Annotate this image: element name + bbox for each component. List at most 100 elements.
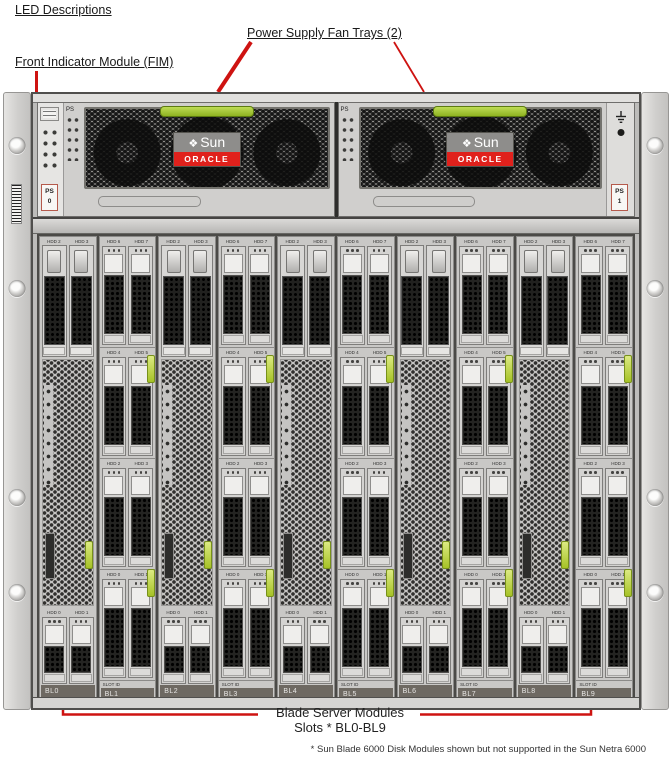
ejector-latch[interactable] <box>147 355 156 383</box>
ejector-latch[interactable] <box>84 541 93 569</box>
drive-bay[interactable] <box>339 357 365 456</box>
drive-bay[interactable] <box>247 246 273 345</box>
ejector-latch[interactable] <box>442 541 451 569</box>
drive-latch-button[interactable] <box>462 364 482 384</box>
drive-bay[interactable] <box>339 579 365 678</box>
drive-latch-button[interactable] <box>283 624 303 644</box>
drive-bay[interactable] <box>339 246 365 345</box>
green-handle-bar[interactable] <box>159 106 254 117</box>
dongle-connector[interactable] <box>402 533 413 579</box>
drive-bay[interactable] <box>101 357 127 456</box>
drive-latch-button[interactable] <box>548 624 568 644</box>
dongle-connector[interactable] <box>45 533 55 579</box>
drive-bay[interactable] <box>459 468 484 567</box>
drive-bay[interactable] <box>220 246 246 345</box>
drive-bay[interactable] <box>101 579 127 678</box>
drive-latch-button[interactable] <box>250 253 270 273</box>
drive-latch-button[interactable] <box>342 475 362 495</box>
drive-bay[interactable] <box>42 617 67 684</box>
drive-bay[interactable] <box>187 245 213 357</box>
led-descriptions-link[interactable]: LED Descriptions <box>15 3 112 17</box>
drive-bay[interactable] <box>485 246 511 345</box>
ejector-latch[interactable] <box>385 355 394 383</box>
drive-bay[interactable] <box>247 357 273 456</box>
drive-bay[interactable] <box>578 357 604 456</box>
drive-latch-handle[interactable] <box>404 250 419 273</box>
drive-bay[interactable] <box>220 579 246 678</box>
drive-latch-handle[interactable] <box>47 250 62 273</box>
drive-latch-button[interactable] <box>223 586 243 606</box>
drive-latch-button[interactable] <box>488 253 508 273</box>
drive-latch-button[interactable] <box>342 253 362 273</box>
drive-bay[interactable] <box>307 617 332 684</box>
drive-latch-button[interactable] <box>71 624 91 644</box>
drive-latch-button[interactable] <box>104 253 124 273</box>
drive-latch-button[interactable] <box>342 586 362 606</box>
ejector-latch[interactable] <box>203 541 212 569</box>
drive-bay[interactable] <box>42 245 67 357</box>
ejector-latch[interactable] <box>504 355 513 383</box>
drive-latch-button[interactable] <box>429 624 449 644</box>
drive-bay[interactable] <box>247 468 273 567</box>
drive-bay[interactable] <box>399 245 425 357</box>
drive-latch-button[interactable] <box>223 253 243 273</box>
front-indicator-module-label[interactable]: Front Indicator Module (FIM) <box>15 55 174 69</box>
drive-bay[interactable] <box>220 468 246 567</box>
drive-bay[interactable] <box>459 246 484 345</box>
drive-latch-button[interactable] <box>131 475 151 495</box>
ejector-latch[interactable] <box>266 355 275 383</box>
drive-latch-button[interactable] <box>223 364 243 384</box>
drive-latch-button[interactable] <box>608 253 628 273</box>
drive-latch-button[interactable] <box>402 624 422 644</box>
drive-bay[interactable] <box>426 245 452 357</box>
drive-latch-button[interactable] <box>104 586 124 606</box>
drive-latch-button[interactable] <box>462 475 482 495</box>
drive-latch-button[interactable] <box>608 475 628 495</box>
drive-bay[interactable] <box>545 617 571 684</box>
drive-bay[interactable] <box>518 245 544 357</box>
drive-latch-button[interactable] <box>369 253 389 273</box>
drive-bay[interactable] <box>605 468 630 567</box>
drive-bay[interactable] <box>426 617 452 684</box>
drive-bay[interactable] <box>307 245 332 357</box>
drive-latch-button[interactable] <box>581 475 601 495</box>
drive-bay[interactable] <box>605 246 630 345</box>
drive-latch-button[interactable] <box>104 364 124 384</box>
drive-bay[interactable] <box>101 468 127 567</box>
drive-bay[interactable] <box>366 468 392 567</box>
drive-bay[interactable] <box>459 579 484 678</box>
drive-bay[interactable] <box>366 579 392 678</box>
drive-latch-button[interactable] <box>164 624 184 644</box>
drive-bay[interactable] <box>220 357 246 456</box>
drive-bay[interactable] <box>366 357 392 456</box>
drive-bay[interactable] <box>339 468 365 567</box>
drive-latch-button[interactable] <box>131 253 151 273</box>
ejector-latch[interactable] <box>561 541 570 569</box>
ejector-latch[interactable] <box>385 569 394 597</box>
drive-latch-handle[interactable] <box>166 250 181 273</box>
drive-bay[interactable] <box>545 245 571 357</box>
drive-latch-button[interactable] <box>342 364 362 384</box>
drive-bay[interactable] <box>459 357 484 456</box>
drive-latch-button[interactable] <box>462 586 482 606</box>
drive-latch-button[interactable] <box>250 475 270 495</box>
drive-bay[interactable] <box>578 468 604 567</box>
drive-bay[interactable] <box>605 357 630 456</box>
drive-bay[interactable] <box>187 617 213 684</box>
ejector-latch[interactable] <box>623 569 632 597</box>
drive-bay[interactable] <box>68 617 94 684</box>
dongle-connector[interactable] <box>164 533 175 579</box>
drive-latch-button[interactable] <box>104 475 124 495</box>
power-supply-fan-trays-label[interactable]: Power Supply Fan Trays (2) <box>247 26 402 40</box>
drive-bay[interactable] <box>161 245 186 357</box>
ejector-latch[interactable] <box>147 569 156 597</box>
drive-latch-button[interactable] <box>310 624 330 644</box>
drive-latch-handle[interactable] <box>285 250 300 273</box>
